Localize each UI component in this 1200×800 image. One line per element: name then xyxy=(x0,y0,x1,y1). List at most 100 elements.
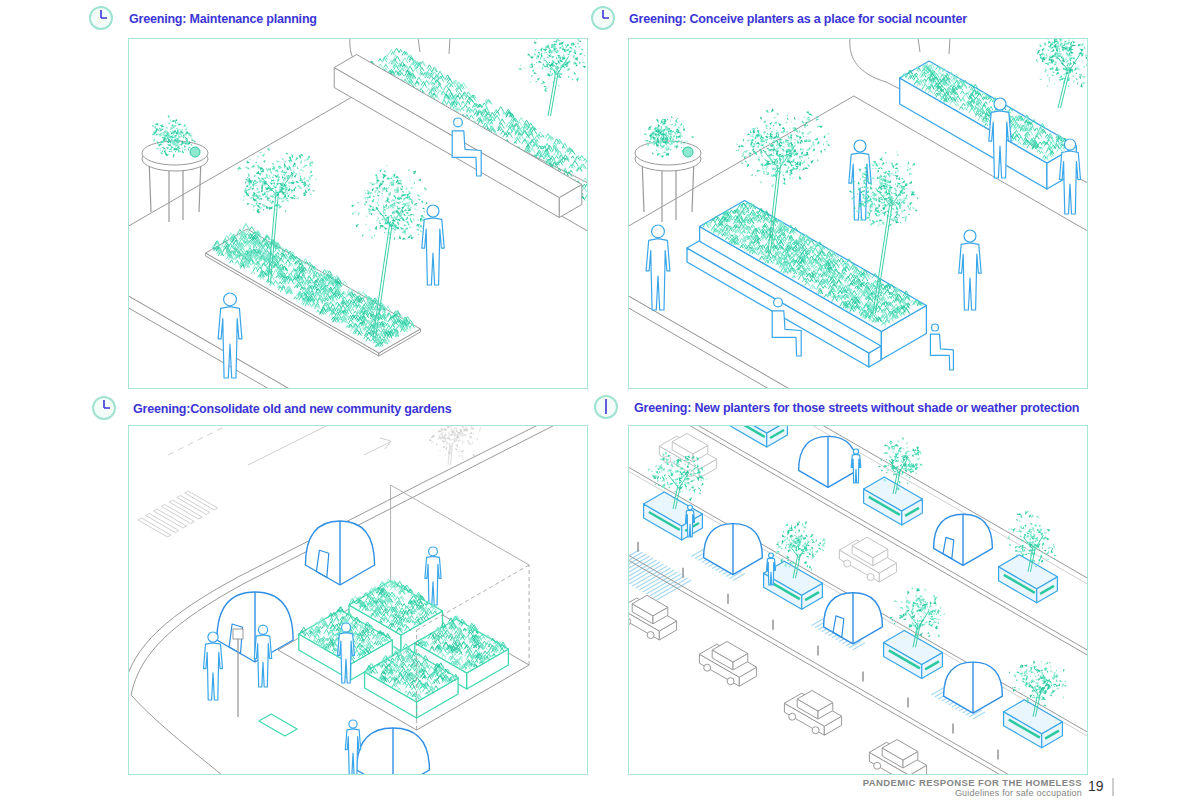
standing-person xyxy=(989,98,1011,178)
tree xyxy=(849,151,919,313)
standing-person xyxy=(429,547,438,556)
clock-icon xyxy=(93,397,115,419)
line-work xyxy=(636,568,671,588)
planter-bench xyxy=(805,592,819,600)
foliage xyxy=(354,165,426,239)
tent xyxy=(339,521,340,585)
round-planter xyxy=(142,115,208,222)
box-face xyxy=(852,537,888,558)
standing-person xyxy=(427,205,439,217)
street-line xyxy=(629,465,1087,742)
pot-legs xyxy=(418,39,450,54)
seated-person xyxy=(452,131,481,176)
foliage xyxy=(1007,510,1057,567)
tree xyxy=(890,587,945,647)
street-line xyxy=(629,426,1087,661)
shrub-planting xyxy=(903,63,1068,157)
standing-person xyxy=(849,153,871,220)
standing-person xyxy=(422,218,444,285)
tent xyxy=(357,728,430,774)
tent xyxy=(305,521,374,585)
box-face xyxy=(882,740,918,761)
line-work xyxy=(646,574,681,594)
foliage xyxy=(518,39,586,92)
crosswalk-stripe xyxy=(185,491,218,510)
foliage xyxy=(1009,514,1054,563)
foliage xyxy=(152,115,197,157)
tent xyxy=(799,436,858,487)
standing-person xyxy=(254,625,271,687)
parked-car xyxy=(784,691,841,736)
line-work xyxy=(657,580,692,600)
standing-person xyxy=(345,729,360,774)
planter-bench xyxy=(1004,575,1035,593)
shrub-planting xyxy=(420,616,503,670)
standing-person xyxy=(646,239,670,310)
parked-car xyxy=(812,727,819,734)
box-face xyxy=(334,68,559,218)
round-planter xyxy=(683,147,693,157)
seated-person xyxy=(930,324,953,370)
garden-enclosure xyxy=(416,630,417,730)
bollard xyxy=(772,620,774,630)
tent-door xyxy=(229,624,242,654)
tent xyxy=(704,524,763,575)
parked-car xyxy=(844,560,851,567)
foliage xyxy=(776,523,824,571)
standing-person xyxy=(218,293,242,378)
standing-person xyxy=(849,140,871,220)
tent xyxy=(704,524,763,575)
parked-car xyxy=(869,740,926,775)
panel-heading: Greening:Consolidate old and new communi… xyxy=(133,401,452,417)
clock-icon xyxy=(90,7,112,29)
standing-person xyxy=(767,553,776,585)
planter-bench xyxy=(905,508,919,516)
ground-mat xyxy=(259,714,297,736)
standing-person xyxy=(338,623,355,683)
tree xyxy=(648,452,708,509)
line-work xyxy=(733,574,745,581)
car-roof xyxy=(852,537,888,566)
panel-frame: Greening: New planters for those streets… xyxy=(628,425,1088,775)
standing-person xyxy=(342,623,351,632)
seated-person xyxy=(930,334,953,370)
line-work xyxy=(643,572,678,592)
tree xyxy=(908,610,929,647)
clock-icon xyxy=(90,7,112,29)
garden-enclosure xyxy=(390,485,391,585)
parked-car xyxy=(629,595,677,640)
foliage xyxy=(429,426,476,460)
bollard xyxy=(952,724,954,734)
parked-car xyxy=(699,642,756,687)
tent xyxy=(972,662,973,713)
foliage xyxy=(1036,39,1087,88)
planter-bench xyxy=(734,426,765,437)
standing-person xyxy=(989,111,1011,178)
blue-planter xyxy=(864,477,923,525)
standing-person xyxy=(854,140,866,152)
panel-illustration xyxy=(129,426,587,774)
tent xyxy=(852,593,853,644)
standing-person xyxy=(254,635,271,687)
panel-illustration xyxy=(129,39,587,388)
planter-bench xyxy=(770,430,784,438)
planter-bench xyxy=(869,497,900,515)
standing-person xyxy=(218,307,242,378)
standing-person xyxy=(767,558,776,585)
clock-icon xyxy=(592,7,614,29)
tent-door xyxy=(943,537,954,558)
line-work xyxy=(853,643,865,650)
planter-bench xyxy=(1009,720,1040,738)
box-face xyxy=(672,433,708,454)
shrub-planting xyxy=(416,618,506,667)
seated-person xyxy=(772,311,801,356)
tent xyxy=(944,662,1003,713)
curb-line xyxy=(131,426,587,695)
planter-bench xyxy=(649,512,680,530)
foliage xyxy=(429,426,482,460)
box-face xyxy=(365,648,459,702)
standing-person xyxy=(964,230,976,242)
line-work xyxy=(639,570,674,590)
tent xyxy=(357,728,430,774)
